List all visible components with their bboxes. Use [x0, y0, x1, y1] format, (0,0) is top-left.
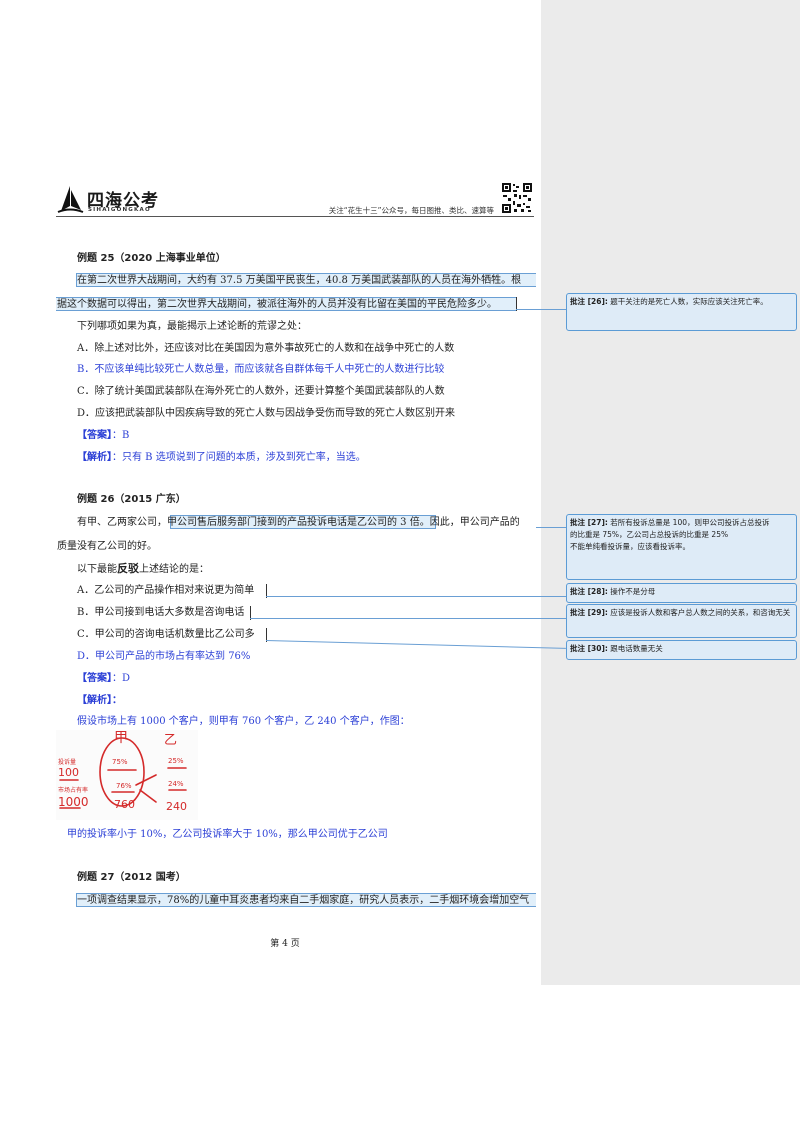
- leader-line-27: [536, 527, 567, 528]
- comment-pane: [541, 0, 800, 985]
- q25-stem-line2: 据这个数据可以得出，第二次世界大战期间，被派往海外的人员并没有比留在美国的平民危…: [57, 299, 497, 310]
- comment-28-end: [266, 584, 267, 598]
- comment-30-text: 跟电话数量无关: [607, 644, 663, 653]
- comment-28[interactable]: 批注 [28]: 操作不是分母: [566, 583, 797, 603]
- q25-option-b: B．不应该单纯比较死亡人数总量，而应该就各自群体每千人中死亡的人数进行比较: [77, 364, 445, 375]
- sketch-75: 75%: [112, 758, 128, 766]
- comment-27-line2: 的比重是 75%，乙公司占总投诉的比重是 25%: [570, 530, 729, 539]
- comment-26-text: 题干关注的是死亡人数，实际应该关注死亡率。: [607, 297, 768, 306]
- logo-text: 四海公考: [87, 191, 159, 211]
- q25-analysis-label: 【解析】: [77, 452, 112, 463]
- comment-29-label: 批注 [29]:: [570, 608, 608, 617]
- sketch-label-complaints: 投诉量: [58, 758, 76, 766]
- header-tagline: 关注“花生十三”公众号，每日图推、类比、速算等: [328, 206, 494, 215]
- q26-answer: 【答案】：D: [77, 673, 130, 685]
- handwritten-sketch: 甲 乙 75% 25% 76% 24% 760 240 投诉量 100 市场占有…: [56, 730, 198, 820]
- q27-stem-line1: 一项调查结果显示，78%的儿童中耳炎患者均来自二手烟家庭，研究人员表示，二手烟环…: [77, 895, 530, 906]
- logo-subtext: SIHAIGONGKAO: [88, 207, 151, 213]
- q26-prompt: 以下最能反驳上述结论的是：: [77, 563, 209, 576]
- q26-option-a: A．乙公司的产品操作相对来说更为简单: [77, 585, 255, 596]
- q25-analysis: 【解析】：只有 B 选项说到了问题的本质，涉及到死亡率，当选。: [77, 452, 366, 464]
- q26-analysis-colon: ：: [112, 695, 122, 706]
- sketch-24: 24%: [168, 780, 184, 788]
- comment-30-end: [266, 628, 267, 642]
- q25-answer: 【答案】：B: [77, 430, 129, 442]
- sketch-240: 240: [166, 800, 187, 813]
- q26-stem-line2: 质量没有乙公司的好。: [57, 541, 157, 552]
- comment-30-label: 批注 [30]:: [570, 644, 608, 653]
- q26-analysis-label: 【解析】: [77, 695, 112, 706]
- leader-line-30: [265, 640, 566, 649]
- q25-stem-line1: 在第二次世界大战期间，大约有 37.5 万美国平民丧生，40.8 万美国武装部队…: [77, 275, 522, 286]
- q26-analysis-heading: 【解析】：: [77, 695, 122, 707]
- sail-logo-icon: [57, 186, 84, 213]
- q25-title: 例题 25（2020 上海事业单位）: [77, 253, 226, 264]
- q26-prompt-post: 上述结论的是：: [139, 564, 209, 575]
- q25-answer-value: ：B: [112, 430, 130, 441]
- comment-26[interactable]: 批注 [26]: 题干关注的是死亡人数，实际应该关注死亡率。: [566, 293, 797, 331]
- q26-answer-value: ：D: [112, 673, 131, 684]
- page-number: 第 4 页: [270, 939, 300, 949]
- q27-title: 例题 27（2012 国考）: [77, 872, 186, 883]
- q26-option-b: B．甲公司接到电话大多数是咨询电话: [77, 607, 245, 618]
- q25-prompt: 下列哪项如果为真，最能揭示上述论断的荒谬之处：: [77, 321, 307, 332]
- sketch-76: 76%: [116, 782, 132, 790]
- comment-27-anchor[interactable]: [170, 515, 436, 529]
- q26-prompt-bold: 反驳: [117, 562, 139, 575]
- comment-26-label: 批注 [26]:: [570, 297, 608, 306]
- comment-27-text: 若所有投诉总量是 100，则甲公司投诉占总投诉: [607, 518, 770, 527]
- q26-stem-pre: 有甲、乙两家公司，: [77, 517, 167, 528]
- q26-stem-highlight: 甲公司售后服务部门接到的产品投诉电话是乙公司的 3 倍。: [167, 517, 430, 528]
- comment-27-label: 批注 [27]:: [570, 518, 608, 527]
- q25-option-c: C．除了统计美国武装部队在海外死亡的人数外，还要计算整个美国武装部队的人数: [77, 386, 445, 397]
- sketch-yi: 乙: [164, 733, 177, 748]
- sketch-drawing: 甲 乙 75% 25% 76% 24% 760 240 投诉量 100 市场占有…: [58, 730, 187, 813]
- q25-option-a: A．除上述对比外，还应该对比在美国因为意外事故死亡的人数和在战争中死亡的人数: [77, 343, 455, 354]
- q26-analysis-text: 假设市场上有 1000 个客户，则甲有 760 个客户，乙 240 个客户，作图…: [77, 716, 410, 727]
- qr-code-icon: [501, 182, 533, 214]
- leader-line-28: [266, 596, 566, 597]
- q26-stem-line1: 有甲、乙两家公司，甲公司售后服务部门接到的产品投诉电话是乙公司的 3 倍。因此，…: [77, 517, 520, 529]
- sketch-1000: 1000: [58, 795, 89, 809]
- comment-30[interactable]: 批注 [30]: 跟电话数量无关: [566, 640, 797, 660]
- comment-27-line3: 不能单纯看投诉量，应该看投诉率。: [570, 542, 690, 551]
- q26-option-d: D．甲公司产品的市场占有率达到 76%: [77, 651, 251, 662]
- sketch-25: 25%: [168, 757, 184, 765]
- q25-option-d: D．应该把武装部队中因疾病导致的死亡人数与因战争受伤而导致的死亡人数区别开来: [77, 408, 456, 419]
- comment-28-text: 操作不是分母: [607, 587, 656, 596]
- q26-option-c: C．甲公司的咨询电话机数量比乙公司多: [77, 629, 255, 640]
- comment-31-anchor[interactable]: [76, 893, 536, 907]
- sketch-jia: 甲: [114, 730, 128, 746]
- q26-title: 例题 26（2015 广东）: [77, 494, 186, 505]
- comment-26-anchor-2[interactable]: [56, 297, 516, 311]
- comment-28-label: 批注 [28]:: [570, 587, 608, 596]
- q25-answer-label: 【答案】: [77, 430, 112, 441]
- sihai-logo: 四海公考 SIHAIGONGKAO: [56, 185, 186, 219]
- q26-answer-label: 【答案】: [77, 673, 112, 684]
- sketch-760: 760: [114, 798, 135, 811]
- sketch-label-share: 市场占有率: [58, 786, 88, 794]
- comment-26-anchor[interactable]: [76, 273, 536, 287]
- comment-26-end: [516, 297, 517, 311]
- q26-conclusion: 甲的投诉率小于 10%，乙公司投诉率大于 10%，那么甲公司优于乙公司: [67, 829, 388, 840]
- header-divider: [56, 216, 534, 217]
- comment-29-text: 应该是投诉人数和客户总人数之间的关系，和咨询无关: [607, 608, 791, 617]
- sketch-100: 100: [58, 766, 79, 779]
- comment-27[interactable]: 批注 [27]: 若所有投诉总量是 100，则甲公司投诉占总投诉 的比重是 75…: [566, 514, 797, 580]
- comment-29-end: [250, 606, 251, 620]
- q26-stem-post: 因此，甲公司产品的: [429, 517, 520, 528]
- leader-line-29: [250, 618, 566, 619]
- leader-line-26: [516, 309, 567, 310]
- comment-29[interactable]: 批注 [29]: 应该是投诉人数和客户总人数之间的关系，和咨询无关: [566, 604, 797, 638]
- q26-prompt-pre: 以下最能: [77, 564, 117, 575]
- q25-analysis-text: ：只有 B 选项说到了问题的本质，涉及到死亡率，当选。: [112, 452, 366, 463]
